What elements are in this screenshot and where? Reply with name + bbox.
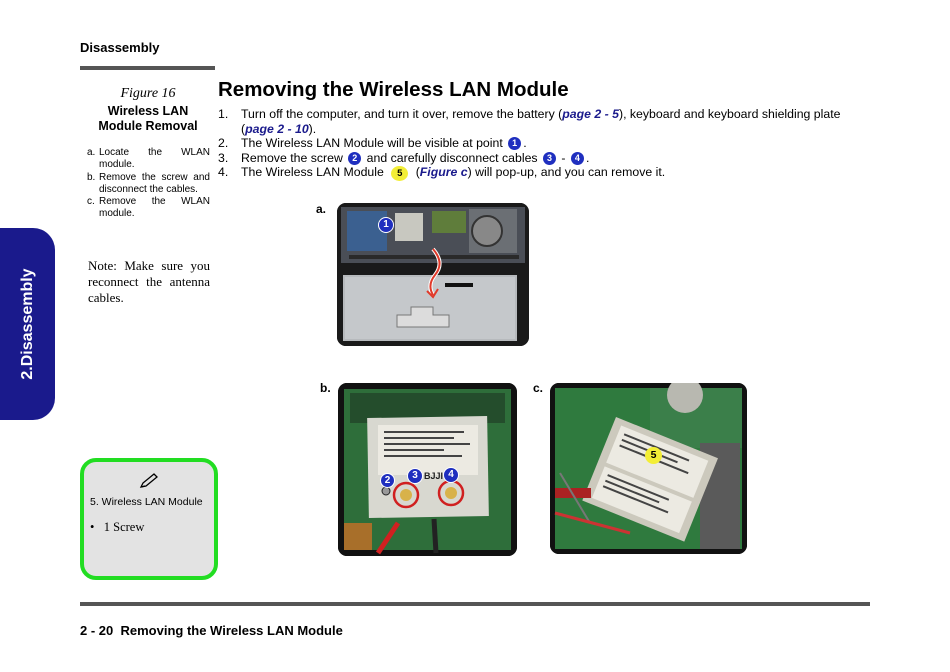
figure-step: c. Remove the WLAN module.: [87, 196, 210, 221]
pencil-icon: [139, 473, 158, 488]
parts-bullet-text: 1 Screw: [103, 520, 145, 534]
step-text: .: [585, 150, 590, 165]
step-number: 4.: [218, 165, 229, 180]
callout-badge-1: 1: [508, 137, 522, 151]
wlan-module-closeup-illustration: [338, 383, 517, 556]
instruction-step-1: 1. Turn off the computer, and turn it ov…: [218, 107, 858, 136]
header-divider: [80, 66, 215, 70]
footer-title: Removing the Wireless LAN Module: [120, 623, 343, 638]
step-text: -: [561, 150, 566, 165]
footer-divider: [80, 602, 870, 606]
step-text: and carefully disconnect cables: [366, 150, 538, 165]
figure-steps-list: a. Locate the WLAN module. b. Remove the…: [87, 147, 210, 221]
callout-badge-4: 4: [570, 152, 584, 166]
step-text: .: [523, 136, 527, 151]
step-text: ), keyboard and keyboard shielding plate: [618, 107, 841, 121]
figure-label-a: a.: [316, 202, 327, 216]
parts-bullet: • 1 Screw: [90, 520, 145, 534]
step-text: Remove the screw and disconnect the cabl…: [99, 171, 210, 195]
instruction-step-2: 2. The Wireless LAN Module will be visib…: [218, 136, 858, 151]
instruction-step-4: 4. The Wireless LAN Module 5 (Figure c) …: [218, 165, 858, 181]
step-text: (: [241, 121, 246, 136]
photo-figure-a: 1: [337, 203, 529, 346]
step-text: Remove the WLAN module.: [99, 196, 210, 220]
figure-label-b: b.: [320, 381, 331, 395]
step-number: 1.: [218, 107, 229, 121]
laptop-underside-illustration: [337, 203, 529, 346]
step-text: The Wireless LAN Module will be visible …: [241, 136, 503, 151]
step-text: Turn off the computer, and turn it over,…: [241, 107, 563, 121]
step-text: ) will pop-up, and you can remove it.: [467, 165, 666, 180]
module-label-code: BJJI: [424, 471, 444, 481]
instruction-list: 1. Turn off the computer, and turn it ov…: [218, 107, 858, 181]
figure-number: Figure 16: [120, 86, 176, 101]
page-link-keyboard[interactable]: page 2 - 10: [245, 121, 309, 136]
figure-caption: Figure 16 Wireless LAN Module Removal: [80, 86, 216, 134]
note-text: Note: Make sure you reconnect the antenn…: [88, 258, 210, 305]
photo-callout-5: 5: [645, 447, 662, 464]
step-text: (: [415, 165, 420, 180]
footer-page-number: 2 - 20: [80, 623, 114, 638]
photo-callout-4: 4: [443, 467, 459, 483]
figure-title-line2: Module Removal: [98, 119, 198, 133]
side-chapter-tab[interactable]: 2.Disassembly: [0, 228, 55, 420]
step-text: ).: [308, 121, 317, 136]
figure-label-c: c.: [533, 381, 544, 395]
photo-callout-2: 2: [380, 473, 395, 488]
header-section-title: Disassembly: [80, 40, 160, 55]
callout-badge-3: 3: [542, 152, 556, 166]
step-number: 2.: [218, 136, 229, 151]
page-title: Removing the Wireless LAN Module: [218, 78, 569, 101]
photo-callout-3: 3: [407, 468, 423, 484]
wlan-module-popped-illustration: [550, 383, 747, 554]
footer: 2 - 20 Removing the Wireless LAN Module: [80, 623, 343, 638]
parts-list-box: 5. Wireless LAN Module • 1 Screw: [80, 458, 218, 580]
figure-title-line1: Wireless LAN: [107, 104, 189, 118]
photo-callout-1: 1: [378, 217, 394, 233]
figure-title: Wireless LAN Module Removal: [80, 104, 216, 134]
step-letter: a.: [87, 147, 96, 158]
figure-link-c[interactable]: Figure c: [419, 165, 468, 180]
step-letter: b.: [87, 171, 96, 183]
step-number: 3.: [218, 150, 229, 165]
step-text: Locate the WLAN module.: [99, 147, 210, 171]
step-letter: c.: [87, 196, 95, 208]
photo-figure-b: BJJI 2 3 4: [338, 383, 517, 556]
side-tab-label: 2.Disassembly: [18, 268, 36, 380]
figure-step: a. Locate the WLAN module.: [87, 147, 210, 172]
page-link-battery[interactable]: page 2 - 5: [562, 107, 619, 121]
callout-badge-5: 5: [391, 165, 409, 181]
callout-badge-2: 2: [348, 152, 362, 166]
step-text: The Wireless LAN Module: [241, 165, 384, 180]
figure-step: b. Remove the screw and disconnect the c…: [87, 172, 210, 197]
step-text: Remove the screw: [241, 150, 343, 165]
photo-figure-c: 5: [550, 383, 747, 554]
instruction-step-3: 3. Remove the screw 2 and carefully disc…: [218, 151, 858, 166]
parts-item: 5. Wireless LAN Module: [90, 496, 203, 508]
